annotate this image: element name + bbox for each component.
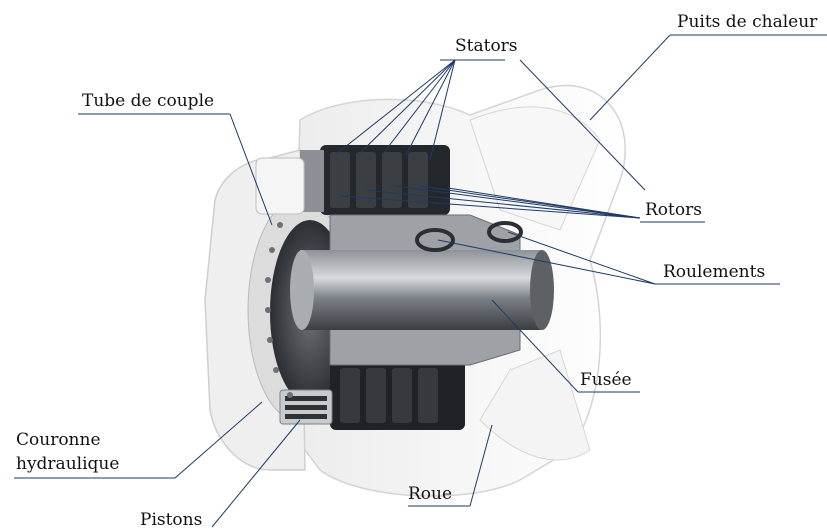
label-roulements: Roulements <box>663 262 766 282</box>
torque-tube-bolts <box>265 222 293 398</box>
bearing-outer <box>487 221 523 243</box>
axle-end <box>530 250 554 330</box>
piston-rows <box>285 396 327 419</box>
label-tube-de-couple: Tube de couple <box>82 91 215 111</box>
stator-plates-top <box>330 152 428 208</box>
label-rotors: Rotors <box>645 200 702 220</box>
axle-front <box>290 250 314 330</box>
label-fusee: Fusée <box>580 370 632 390</box>
stator-plates-bottom <box>340 368 438 423</box>
label-pistons: Pistons <box>140 510 203 530</box>
leader-lines <box>14 34 827 528</box>
wheel-spoke-top <box>469 106 601 231</box>
wheel-spoke-bottom <box>479 349 591 461</box>
axle-shaft <box>300 250 549 330</box>
label-couronne-hydraulique: Couronne hydraulique <box>16 430 120 474</box>
label-stators: Stators <box>455 36 518 56</box>
crown-block-top <box>255 157 305 215</box>
label-puits-de-chaleur: Puits de chaleur <box>677 12 818 32</box>
label-roue: Roue <box>408 484 453 504</box>
bearing-inner <box>415 228 455 252</box>
